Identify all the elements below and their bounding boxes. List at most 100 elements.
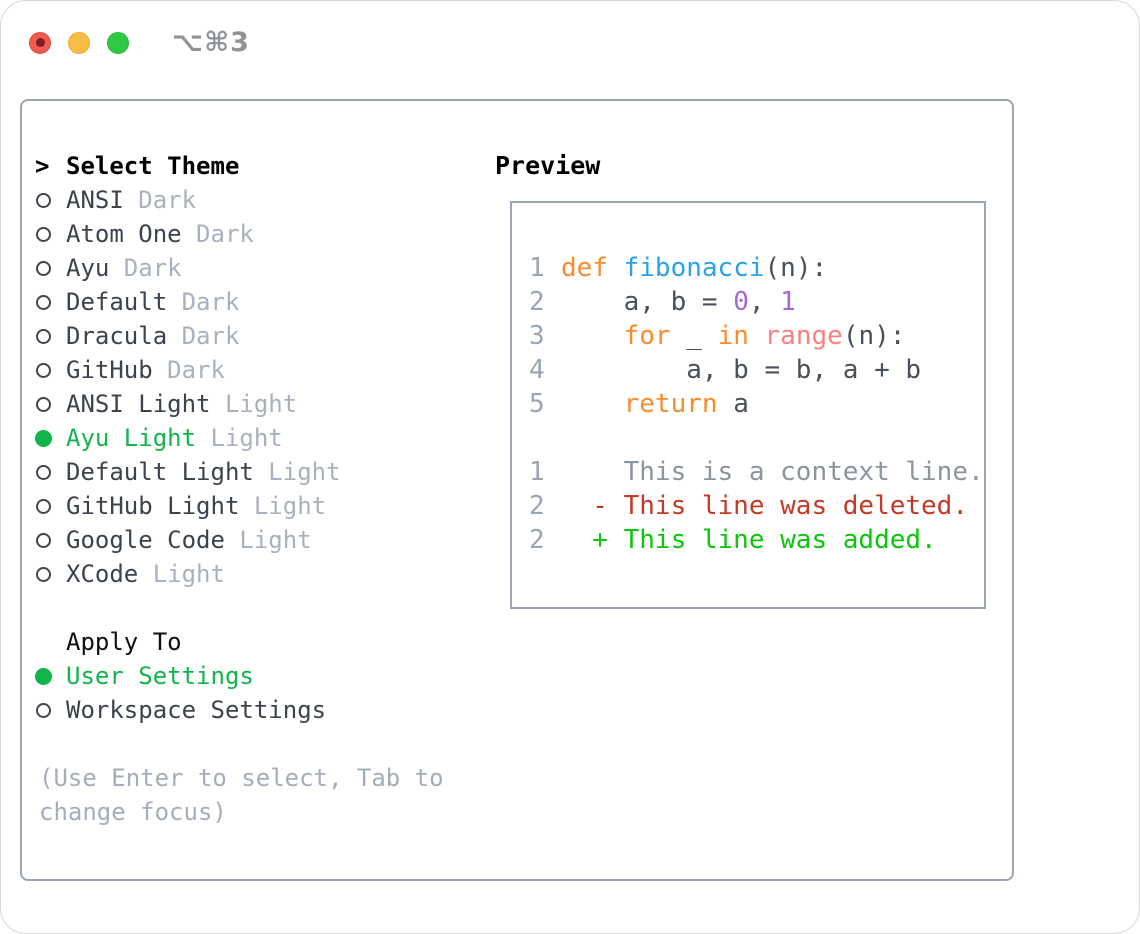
code-token bbox=[608, 253, 624, 283]
theme-option-default-light[interactable]: Default Light Light bbox=[35, 455, 444, 489]
apply-option-label: User Settings bbox=[66, 662, 254, 690]
theme-option-github-light[interactable]: GitHub Light Light bbox=[35, 489, 444, 523]
theme-variant-tag: Light bbox=[196, 424, 283, 452]
theme-name: GitHub Light bbox=[66, 492, 240, 520]
theme-variant-tag: Light bbox=[239, 492, 327, 520]
apply-option-workspace-settings[interactable]: Workspace Settings bbox=[35, 693, 444, 727]
code-token: range bbox=[764, 321, 843, 351]
code-token: (n): bbox=[764, 253, 828, 283]
line-number: 2 bbox=[529, 525, 545, 555]
code-token: 1 bbox=[780, 287, 796, 317]
theme-variant-tag: Dark bbox=[152, 356, 225, 384]
radio-icon bbox=[36, 566, 51, 582]
theme-variant-tag: Dark bbox=[181, 220, 254, 248]
line-number: 1 bbox=[529, 457, 545, 487]
line-number: 2 bbox=[529, 287, 545, 317]
theme-name: ANSI Light bbox=[66, 390, 211, 418]
theme-variant-tag: Light bbox=[253, 458, 341, 486]
theme-variant-tag: Dark bbox=[167, 322, 240, 350]
theme-variant-tag: Dark bbox=[167, 288, 240, 316]
apply-to-header: Apply To bbox=[66, 628, 182, 656]
window-title: ⌥⌘3 bbox=[172, 27, 250, 58]
theme-option-dracula[interactable]: Dracula Dark bbox=[35, 319, 444, 353]
close-dot-icon bbox=[35, 38, 45, 47]
theme-name: GitHub bbox=[66, 356, 153, 384]
theme-name: Google Code bbox=[66, 526, 225, 554]
prompt-icon: > bbox=[35, 152, 50, 180]
code-token: for bbox=[623, 321, 671, 351]
close-button[interactable] bbox=[29, 31, 51, 54]
code-token bbox=[561, 321, 624, 351]
radio-icon bbox=[36, 328, 51, 344]
code-token: fibonacci bbox=[623, 253, 765, 283]
code-token: + This line was added. bbox=[561, 525, 937, 555]
code-line: 2 a, b = 0, 1 bbox=[529, 285, 984, 319]
theme-name: ANSI bbox=[66, 186, 124, 214]
titlebar: ⌥⌘3 bbox=[29, 27, 250, 58]
radio-selected-icon bbox=[35, 429, 52, 447]
radio-icon bbox=[36, 192, 51, 208]
apply-option-user-settings[interactable]: User Settings bbox=[35, 659, 444, 693]
code-line: 1 This is a context line. bbox=[529, 455, 984, 489]
theme-option-atom-one[interactable]: Atom One Dark bbox=[35, 217, 444, 251]
code-token: def bbox=[561, 253, 608, 283]
theme-option-google-code[interactable]: Google Code Light bbox=[35, 523, 444, 557]
code-token: return bbox=[623, 389, 718, 419]
theme-option-xcode[interactable]: XCode Light bbox=[35, 557, 444, 591]
line-number: 4 bbox=[529, 355, 545, 385]
theme-name: Dracula bbox=[66, 322, 168, 350]
theme-option-ayu[interactable]: Ayu Dark bbox=[35, 251, 444, 285]
theme-option-ansi[interactable]: ANSI Dark bbox=[35, 183, 444, 217]
hint-text-line1: (Use Enter to select, Tab to bbox=[39, 764, 444, 792]
code-line: 1 def fibonacci(n): bbox=[529, 251, 984, 285]
radio-icon bbox=[36, 464, 51, 480]
code-token bbox=[749, 321, 765, 351]
select-theme-header: Select Theme bbox=[66, 152, 240, 180]
theme-option-github[interactable]: GitHub Dark bbox=[35, 353, 444, 387]
radio-icon bbox=[36, 226, 51, 242]
theme-name: XCode bbox=[66, 560, 139, 588]
zoom-button[interactable] bbox=[107, 31, 129, 54]
code-token: a bbox=[717, 389, 749, 419]
code-line: 5 return a bbox=[529, 387, 984, 421]
code-token: _ bbox=[670, 321, 718, 351]
line-number: 5 bbox=[529, 389, 545, 419]
theme-name: Default bbox=[66, 288, 168, 316]
theme-option-default[interactable]: Default Dark bbox=[35, 285, 444, 319]
code-line: 3 for _ in range(n): bbox=[529, 319, 984, 353]
code-token: a, b = bbox=[561, 287, 734, 317]
apply-option-label: Workspace Settings bbox=[66, 696, 327, 724]
radio-icon bbox=[36, 260, 51, 276]
line-number: 2 bbox=[529, 491, 545, 521]
spacer bbox=[35, 591, 444, 625]
radio-icon bbox=[36, 532, 51, 548]
theme-variant-tag: Light bbox=[138, 560, 225, 588]
radio-icon bbox=[36, 294, 51, 310]
apply-to-header-row: Apply To bbox=[35, 625, 444, 659]
theme-name: Ayu Light bbox=[66, 424, 197, 452]
theme-variant-tag: Light bbox=[210, 390, 298, 418]
code-token: (n): bbox=[842, 321, 906, 351]
theme-option-ansi-light[interactable]: ANSI Light Light bbox=[35, 387, 444, 421]
hint-text-line2: change focus) bbox=[39, 798, 227, 826]
code-token: , bbox=[748, 287, 781, 317]
radio-icon bbox=[36, 362, 51, 378]
code-token: - This line was deleted. bbox=[561, 491, 968, 521]
code-line: 2 + This line was added. bbox=[529, 523, 984, 557]
code-line bbox=[529, 421, 984, 455]
minimize-button[interactable] bbox=[68, 31, 90, 54]
code-token: a, b = b, a + b bbox=[561, 355, 922, 385]
theme-name: Ayu bbox=[66, 254, 110, 282]
preview-header: Preview bbox=[495, 151, 601, 180]
radio-icon bbox=[36, 498, 51, 514]
theme-variant-tag: Light bbox=[224, 526, 312, 554]
theme-variant-tag: Dark bbox=[123, 186, 197, 214]
line-number: 1 bbox=[529, 253, 545, 283]
theme-option-ayu-light[interactable]: Ayu Light Light bbox=[35, 421, 444, 455]
radio-icon bbox=[36, 702, 51, 718]
code-token: in bbox=[717, 321, 749, 351]
theme-variant-tag: Dark bbox=[109, 254, 182, 282]
